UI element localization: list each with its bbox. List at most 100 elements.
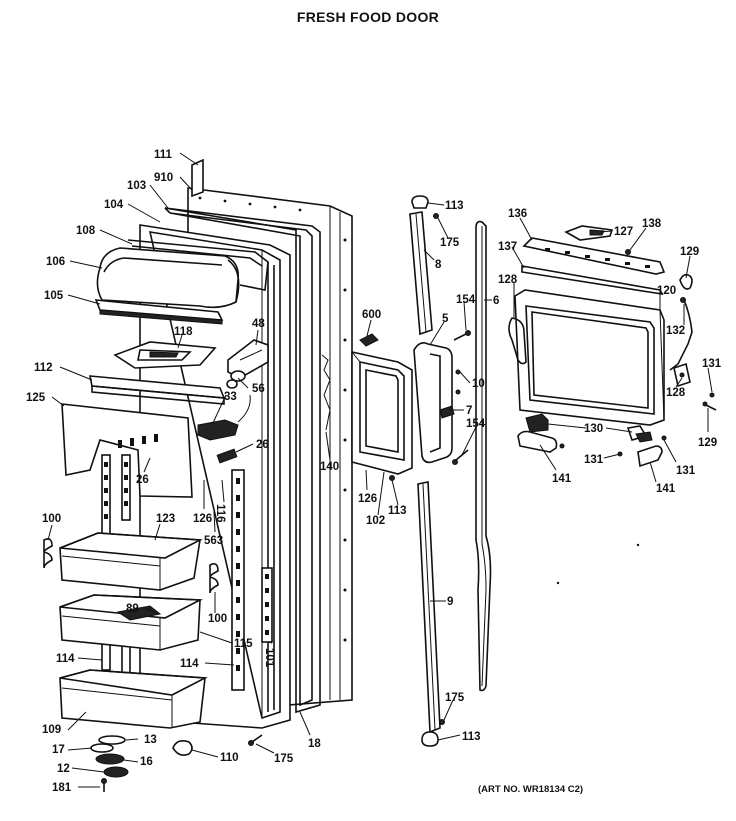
part-5-handle — [413, 342, 453, 464]
leader-lines — [47, 152, 713, 788]
part-56-part — [226, 370, 246, 389]
callout-101: 101 — [263, 648, 275, 668]
part-13-clip — [98, 735, 126, 745]
part-137-strip — [521, 265, 664, 296]
part-12-clip — [103, 766, 129, 778]
callout-910: 910 — [154, 172, 173, 184]
part-132-arm — [669, 297, 693, 371]
callout-48: 48 — [252, 318, 265, 330]
callout-125: 125 — [26, 392, 46, 404]
part-131-screw-a — [709, 392, 715, 398]
callout-113b: 113 — [445, 200, 464, 212]
callout-600: 600 — [362, 309, 381, 321]
part-9-trim — [417, 481, 441, 734]
callout-141b: 141 — [656, 483, 676, 495]
callout-563: 563 — [204, 535, 223, 547]
part-33-module — [197, 394, 251, 441]
callout-116: 116 — [214, 504, 226, 523]
part-6-gasket-strip — [475, 220, 492, 692]
part-100-clip-right — [209, 563, 219, 594]
callout-175a: 175 — [274, 753, 294, 765]
part-129-cap-top — [679, 273, 693, 290]
part-8-trim — [409, 211, 433, 336]
part-7-clip — [439, 405, 455, 419]
callout-114a: 114 — [56, 653, 75, 665]
callout-56: 56 — [252, 383, 265, 395]
callout-17: 17 — [52, 744, 65, 756]
part-175-screw-low — [439, 719, 445, 725]
callout-131b: 131 — [584, 454, 604, 466]
callout-123: 123 — [156, 513, 175, 525]
callout-labels: 111 910 103 104 108 106 105 118 48 112 5… — [26, 149, 722, 794]
part-108-dairy-housing — [127, 239, 269, 291]
part-10-screw — [455, 369, 461, 395]
callout-129b: 129 — [698, 437, 717, 449]
part-112-shelf-rail — [89, 375, 226, 405]
callout-113a: 113 — [388, 505, 407, 517]
part-26-clip — [216, 448, 238, 464]
part-113-screw-mid — [389, 475, 395, 481]
callout-12: 12 — [57, 763, 70, 775]
callout-111: 111 — [154, 149, 173, 161]
callout-128a: 128 — [498, 274, 518, 286]
callout-138: 138 — [642, 218, 662, 230]
callout-102: 102 — [366, 515, 385, 527]
part-48-control — [227, 339, 269, 379]
callout-33: 33 — [224, 391, 237, 403]
part-129-screw-b — [702, 401, 717, 411]
callout-108: 108 — [76, 225, 96, 237]
part-128-hinge-right — [673, 362, 691, 388]
part-101-rail — [261, 567, 273, 643]
callout-112: 112 — [34, 362, 53, 374]
part-106-dairy-cover — [96, 247, 240, 309]
part-17-clip — [90, 743, 114, 753]
callout-26a: 26 — [256, 439, 269, 451]
part-109-bin — [59, 669, 208, 729]
part-100-clip-left — [43, 538, 53, 569]
callout-136: 136 — [508, 208, 527, 220]
part-127-bracket — [564, 225, 614, 241]
callout-9: 9 — [447, 596, 453, 608]
callout-141a: 141 — [552, 473, 572, 485]
callout-126b: 126 — [358, 493, 377, 505]
callout-114b: 114 — [180, 658, 199, 670]
part-126-frame — [351, 351, 413, 475]
callout-131a: 131 — [702, 358, 722, 370]
callout-181: 181 — [52, 782, 72, 794]
callout-100b: 100 — [208, 613, 227, 625]
callout-6: 6 — [493, 295, 499, 307]
panel-holes — [198, 196, 347, 642]
part-128-hinge-left — [508, 317, 527, 365]
part-113-cap-bottom — [421, 731, 439, 747]
part-125-panel — [61, 403, 193, 498]
callout-175b: 175 — [440, 237, 460, 249]
callout-105: 105 — [44, 290, 64, 302]
callout-154a: 154 — [456, 294, 476, 306]
callout-26b: 26 — [136, 474, 149, 486]
diagram-title: FRESH FOOD DOOR — [297, 9, 439, 25]
callout-130: 130 — [584, 423, 603, 435]
callout-118: 118 — [174, 326, 193, 338]
callout-126a: 126 — [193, 513, 212, 525]
callout-132: 132 — [666, 325, 685, 337]
part-16-clip — [95, 753, 125, 765]
callout-18: 18 — [308, 738, 321, 750]
callout-129a: 129 — [680, 246, 699, 258]
part-154-screw-b — [452, 449, 469, 465]
callout-13: 13 — [144, 734, 157, 746]
part-115-bin — [59, 594, 204, 651]
callout-110: 110 — [220, 752, 239, 764]
stray-dot — [556, 581, 560, 585]
callout-109: 109 — [42, 724, 61, 736]
part-120-door-frame — [514, 289, 665, 426]
callout-8: 8 — [435, 259, 442, 271]
callout-131c: 131 — [676, 465, 696, 477]
callout-100a: 100 — [42, 513, 61, 525]
part-111-tab — [191, 158, 204, 198]
callout-106: 106 — [46, 256, 65, 268]
part-154-screw-a — [453, 330, 471, 341]
callout-128b: 128 — [666, 387, 686, 399]
callout-127: 127 — [614, 226, 633, 238]
part-118-butter-tray — [113, 341, 217, 369]
